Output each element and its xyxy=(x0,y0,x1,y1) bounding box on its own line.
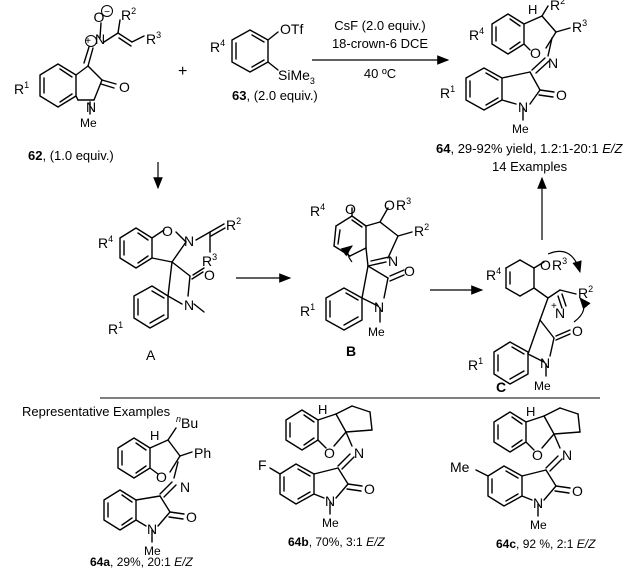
compound-63-structure xyxy=(231,29,279,73)
label-64c-Me-aryl: Me xyxy=(450,459,470,475)
label-A-R1: R1 xyxy=(108,320,123,337)
label-C-N-ring: N xyxy=(540,355,550,371)
label-C-R2: R2 xyxy=(578,284,593,301)
caption-62: 62, (1.0 equiv.) xyxy=(28,148,114,163)
label-C-O: O xyxy=(540,257,551,273)
label-63-SiMe3: SiMe3 xyxy=(278,67,315,86)
caption-64: 64, 29-92% yield, 1.2:1-20:1 E/Z xyxy=(436,141,624,156)
caption-64c: 64c, 92 %, 2:1 E/Z xyxy=(496,537,596,551)
caption-64b: 64b, 70%, 3:1 E/Z xyxy=(288,535,385,549)
compound-62-structure xyxy=(39,5,145,115)
label-64-N: N xyxy=(518,99,528,115)
example-64a-structure xyxy=(103,427,193,543)
label-B-N-ring: N xyxy=(374,299,384,315)
label-A-R4: R4 xyxy=(98,234,113,251)
label-B-imine-N: N xyxy=(388,253,398,269)
label-64b-Me: Me xyxy=(322,516,339,530)
label-B-carbonyl-O-top: O xyxy=(345,201,356,217)
label-B-carbonyl-O: O xyxy=(404,263,415,279)
label-B-R4: R4 xyxy=(310,202,325,219)
label-62-R3: R3 xyxy=(146,30,161,47)
label-intermediate-A: A xyxy=(146,347,156,363)
label-C-R3: R3 xyxy=(552,256,567,273)
label-64a-Ph: Ph xyxy=(194,445,211,461)
conditions-line-3: 40 ºC xyxy=(364,66,396,81)
label-64c-carbonyl-O: O xyxy=(572,483,583,499)
caption-63: 63, (2.0 equiv.) xyxy=(232,88,318,103)
label-64c-N: N xyxy=(533,495,543,511)
label-64a-N: N xyxy=(147,521,157,537)
label-64-Me: Me xyxy=(512,122,529,136)
label-C-R1: R1 xyxy=(468,356,483,373)
label-64-R2: R2 xyxy=(550,0,565,13)
label-64c-Me: Me xyxy=(530,518,547,532)
label-A-N-ring: N xyxy=(184,297,194,313)
label-64a-ring-O: O xyxy=(156,469,167,485)
label-64a-Me: Me xyxy=(144,544,161,558)
label-64-ring-O: O xyxy=(530,45,541,61)
label-63-OTf: OTf xyxy=(280,21,303,37)
label-64-R1: R1 xyxy=(440,84,455,101)
conditions-line-1: CsF (2.0 equiv.) xyxy=(334,18,426,33)
label-64-H: H xyxy=(528,2,537,17)
conditions-line-2: 18-crown-6 DCE xyxy=(332,36,428,51)
label-62-N: N xyxy=(95,31,105,47)
label-intermediate-B: B xyxy=(346,343,356,359)
example-64c-structure xyxy=(475,407,581,517)
compound-64-structure xyxy=(465,5,571,121)
examples-heading: Representative Examples xyxy=(22,404,171,419)
label-62-charge-plus: + xyxy=(85,36,91,47)
label-64c-H: H xyxy=(526,404,535,419)
label-B-R2: R2 xyxy=(414,222,429,239)
label-64a-nBu: nBu xyxy=(176,414,198,431)
caption-64-examples: 14 Examples xyxy=(492,159,568,174)
example-64b-structure xyxy=(269,405,373,515)
label-64c-ring-O: O xyxy=(532,447,543,463)
plus-sign: + xyxy=(178,63,187,80)
label-64b-N: N xyxy=(325,493,335,509)
label-64-imine-N: N xyxy=(548,55,558,71)
label-64b-imine-N: N xyxy=(354,445,364,461)
label-C-Me: Me xyxy=(534,379,551,393)
label-64b-ring-O: O xyxy=(324,445,335,461)
label-62-charge-minus: − xyxy=(104,7,110,18)
label-64-R3: R3 xyxy=(572,18,587,35)
label-B-R1: R1 xyxy=(300,302,315,319)
label-64b-H: H xyxy=(318,402,327,417)
label-64b-F: F xyxy=(258,457,267,473)
intermediate-A-structure xyxy=(119,223,226,329)
intermediate-C-structure xyxy=(493,176,591,385)
label-63-R4: R4 xyxy=(210,38,225,55)
label-64b-carbonyl-O: O xyxy=(364,481,375,497)
label-62-R1: R1 xyxy=(14,80,29,97)
label-B-Me: Me xyxy=(368,325,385,339)
label-64a-imine-N: N xyxy=(180,479,190,495)
label-64a-carbonyl-O: O xyxy=(186,509,197,525)
label-62-Me: Me xyxy=(80,116,97,130)
label-64-R4: R4 xyxy=(469,26,484,43)
label-A-O: O xyxy=(162,223,173,239)
label-intermediate-C: C xyxy=(496,379,506,395)
label-A-N: N xyxy=(184,233,194,249)
label-C-charge-plus: + xyxy=(551,301,557,312)
intermediate-B-structure xyxy=(325,207,413,331)
label-64a-H: H xyxy=(150,428,159,443)
label-B-R3: R3 xyxy=(396,196,411,213)
label-62-carbonyl-O: O xyxy=(119,79,130,95)
label-C-carbonyl-O: O xyxy=(572,323,583,339)
label-B-O: O xyxy=(384,197,395,213)
label-C-N: N xyxy=(555,305,565,321)
label-64-carbonyl-O: O xyxy=(556,87,567,103)
label-A-carbonyl-O: O xyxy=(204,267,215,283)
label-62-O: O xyxy=(94,9,105,25)
label-62-N-ring: N xyxy=(86,99,96,115)
label-64c-imine-N: N xyxy=(562,447,572,463)
label-A-R2: R2 xyxy=(226,216,241,233)
label-C-R4: R4 xyxy=(486,266,501,283)
label-62-R2: R2 xyxy=(121,6,136,23)
caption-64a: 64a, 29%, 20:1 E/Z xyxy=(90,555,193,569)
label-A-R3: R3 xyxy=(202,252,217,269)
